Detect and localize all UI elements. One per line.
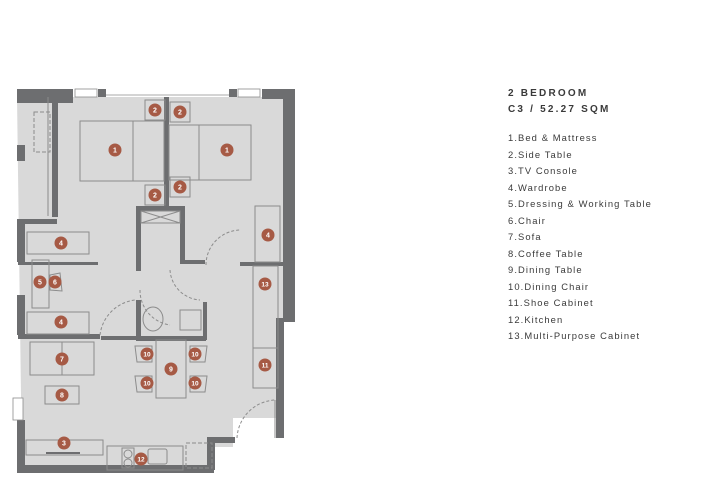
svg-text:9: 9 xyxy=(169,367,173,374)
legend-item: 11.Shoe Cabinet xyxy=(508,297,594,308)
svg-text:5: 5 xyxy=(38,280,42,287)
unit-size-heading: C3 / 52.27 SQM xyxy=(508,104,611,115)
marker-12: 12 xyxy=(134,452,148,466)
marker-6: 6 xyxy=(48,275,62,289)
legend-item: 5.Dressing & Working Table xyxy=(508,198,652,209)
legend-item: 8.Coffee Table xyxy=(508,247,584,259)
svg-text:2: 2 xyxy=(153,193,157,200)
svg-text:10: 10 xyxy=(191,381,199,388)
svg-text:1: 1 xyxy=(225,148,229,155)
svg-text:6: 6 xyxy=(53,280,57,287)
svg-text:10: 10 xyxy=(191,352,199,359)
legend-item: 4.Wardrobe xyxy=(508,181,568,193)
marker-3: 3 xyxy=(57,436,71,450)
marker-7: 7 xyxy=(55,352,69,366)
floor-area xyxy=(17,97,295,470)
svg-text:2: 2 xyxy=(178,110,182,117)
legend-item: 3.TV Console xyxy=(508,165,578,176)
svg-text:8: 8 xyxy=(60,393,64,400)
svg-text:7: 7 xyxy=(60,357,64,364)
svg-text:3: 3 xyxy=(62,441,66,448)
marker-10: 10 xyxy=(140,347,154,361)
legend-item: 7.Sofa xyxy=(508,231,542,242)
furniture xyxy=(25,97,281,471)
marker-2: 2 xyxy=(148,103,162,117)
svg-text:1: 1 xyxy=(113,148,117,155)
marker-10: 10 xyxy=(188,347,202,361)
svg-text:2: 2 xyxy=(153,108,157,115)
marker-2: 2 xyxy=(173,180,187,194)
svg-text:10: 10 xyxy=(143,352,151,359)
svg-text:2: 2 xyxy=(178,185,182,192)
exterior-walls xyxy=(17,89,295,473)
unit-type-heading: 2 BEDROOM xyxy=(508,88,589,99)
marker-10: 10 xyxy=(188,376,202,390)
legend-item: 13.Multi-Purpose Cabinet xyxy=(508,330,641,341)
marker-13: 13 xyxy=(258,277,272,291)
marker-1: 1 xyxy=(220,143,234,157)
marker-8: 8 xyxy=(55,388,69,402)
marker-9: 9 xyxy=(164,362,178,376)
svg-text:11: 11 xyxy=(262,363,269,370)
svg-text:10: 10 xyxy=(143,381,151,388)
marker-4: 4 xyxy=(54,315,68,329)
legend-item: 6.Chair xyxy=(508,214,546,226)
legend-item: 12.Kitchen xyxy=(508,313,564,325)
marker-11: 11 xyxy=(258,358,272,372)
svg-text:4: 4 xyxy=(266,233,270,240)
svg-text:13: 13 xyxy=(261,282,269,289)
marker-2: 2 xyxy=(148,188,162,202)
svg-text:12: 12 xyxy=(137,457,145,464)
legend-item: 9.Dining Table xyxy=(508,264,583,275)
marker-4: 4 xyxy=(261,228,275,242)
svg-text:4: 4 xyxy=(59,320,63,327)
marker-5: 5 xyxy=(33,275,47,289)
furniture-legend-list: 1.Bed & Mattress 2.Side Table 3.TV Conso… xyxy=(508,130,652,345)
svg-text:4: 4 xyxy=(59,241,63,248)
interior-walls xyxy=(18,97,283,341)
legend-item: 2.Side Table xyxy=(508,148,573,160)
marker-2: 2 xyxy=(173,105,187,119)
marker-4: 4 xyxy=(54,236,68,250)
windows xyxy=(12,88,261,421)
legend-item: 1.Bed & Mattress xyxy=(508,132,598,143)
legend-item: 10.Dining Chair xyxy=(508,280,590,292)
legend-panel: 2 BEDROOM C3 / 52.27 SQM 1.Bed & Mattres… xyxy=(508,86,652,345)
marker-1: 1 xyxy=(108,143,122,157)
marker-10: 10 xyxy=(140,376,154,390)
